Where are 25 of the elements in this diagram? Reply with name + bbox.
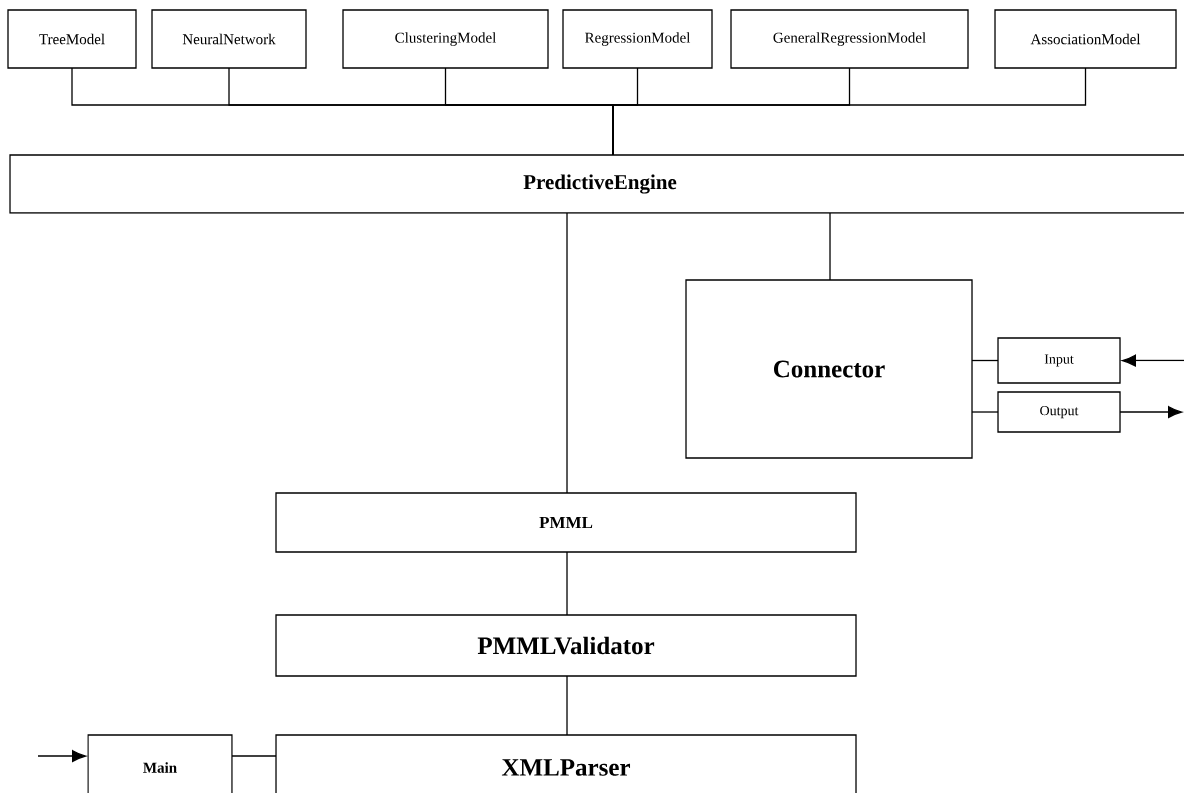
model-box: NeuralNetwork [151, 9, 307, 69]
model-box: GeneralRegressionModel [730, 9, 969, 69]
arrow [1119, 406, 1183, 418]
component-box: PMMLValidator [275, 614, 857, 677]
component-box: XMLParser [275, 734, 857, 793]
connector-line [566, 551, 568, 616]
arrow [37, 750, 87, 762]
component-box: Main [87, 734, 233, 793]
connector-line [971, 411, 999, 413]
engine-box: PredictiveEngine [9, 154, 1184, 214]
model-box: AssociationModel [994, 9, 1177, 69]
port-box: Input [997, 337, 1121, 384]
connector-line [566, 675, 568, 736]
component-box: PMML [275, 492, 857, 553]
model-box: RegressionModel [562, 9, 713, 69]
port-box: Output [997, 391, 1121, 433]
arrow [1121, 354, 1184, 367]
component-box: Connector [685, 279, 973, 459]
connector-line [231, 755, 277, 757]
connector-line [566, 212, 568, 494]
connector-line [612, 67, 1087, 156]
model-box: ClusteringModel [342, 9, 549, 69]
connector-line [971, 359, 999, 362]
connector-line [829, 212, 831, 281]
model-box: TreeModel [7, 9, 137, 69]
